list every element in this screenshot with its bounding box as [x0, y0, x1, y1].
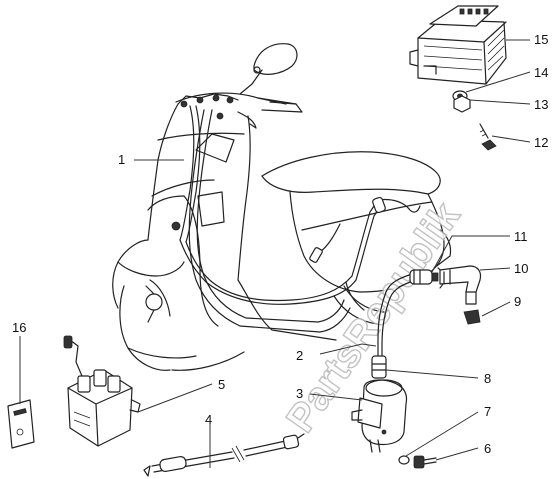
callout-9: 9 — [514, 294, 521, 309]
ignition-coil-part-3 — [351, 379, 408, 453]
callout-14: 14 — [534, 65, 548, 80]
scooter-body — [112, 43, 452, 371]
cap-part-9 — [463, 309, 481, 325]
wiring-harness — [171, 93, 421, 305]
callout-6: 6 — [484, 441, 491, 456]
callout-7: 7 — [484, 404, 491, 419]
label-part-16 — [7, 399, 35, 449]
spark-plug-cap-part-10 — [439, 265, 482, 305]
callout-4: 4 — [205, 412, 212, 427]
callout-1: 1 — [118, 152, 125, 167]
rubber-boot-part-8 — [371, 355, 387, 379]
callout-numbers: 1 2 3 4 5 6 7 8 9 10 11 12 13 14 15 16 — [12, 32, 548, 456]
callout-8: 8 — [484, 371, 491, 386]
cable-part-4 — [143, 433, 305, 477]
callout-12: 12 — [534, 135, 548, 150]
callout-11: 11 — [514, 229, 528, 244]
cdi-unit-part-5 — [63, 335, 141, 447]
callout-3: 3 — [296, 386, 303, 401]
leader-lines — [19, 39, 531, 468]
callout-2: 2 — [296, 348, 303, 363]
voltage-regulator-part-15 — [409, 5, 507, 85]
nut-part-13 — [453, 95, 471, 113]
connector-part-11 — [409, 269, 439, 285]
ht-cable-part-2 — [345, 273, 417, 357]
bolt-part-6 — [413, 455, 437, 469]
callout-15: 15 — [534, 32, 548, 47]
callout-10: 10 — [514, 261, 528, 276]
callout-16: 16 — [12, 320, 26, 335]
screw-part-12 — [479, 123, 497, 151]
washer-part-7 — [398, 455, 410, 465]
callout-13: 13 — [534, 97, 548, 112]
callout-5: 5 — [218, 377, 225, 392]
